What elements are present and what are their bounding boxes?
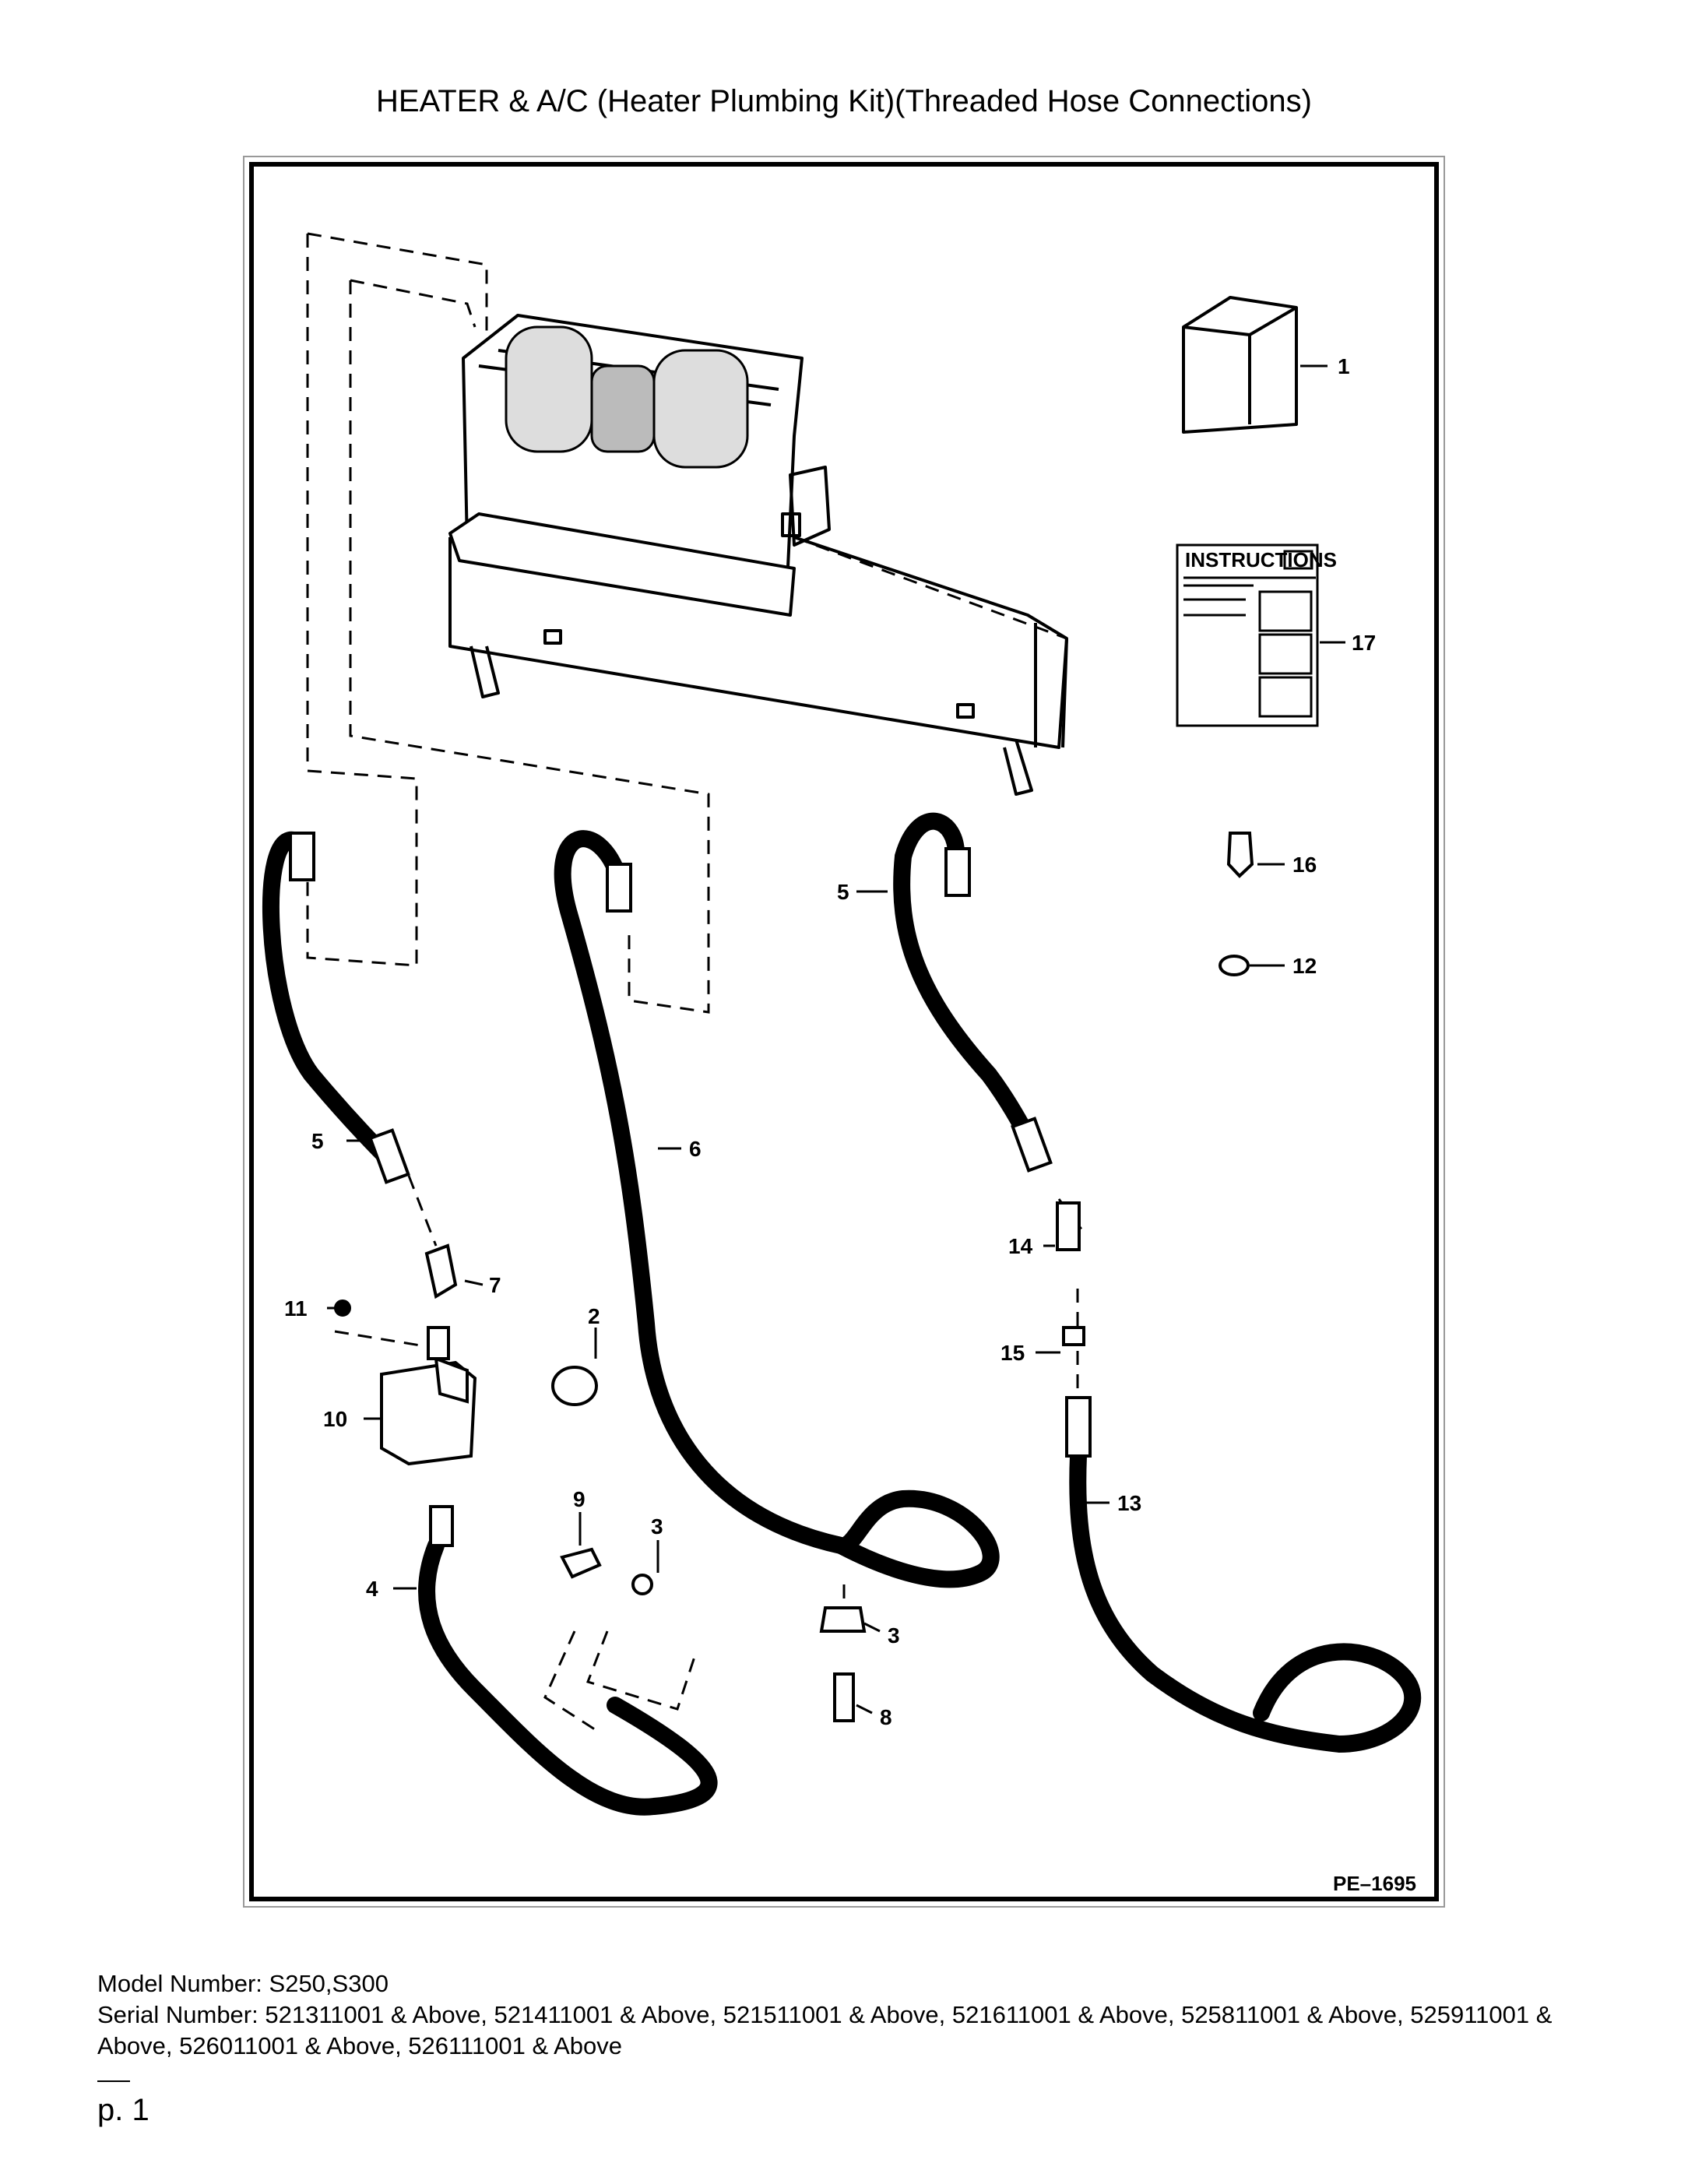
callout-5-right: 5: [837, 880, 849, 904]
dashed-routing-lines: [306, 232, 1084, 1734]
hose-5-left: [262, 832, 406, 1176]
page-title: HEATER & A/C (Heater Plumbing Kit)(Threa…: [376, 84, 1312, 118]
part-7-elbow: [424, 1243, 458, 1299]
hose-5-right: [893, 812, 1044, 1161]
fitting-13-top: [1065, 1396, 1092, 1458]
callout-15: 15: [1000, 1341, 1025, 1365]
part-8-fitting: [833, 1672, 855, 1722]
callout-8: 8: [880, 1705, 892, 1729]
part-3-clamp-small: [631, 1574, 653, 1595]
model-serial-info: Model Number: S250,S300 Serial Number: 5…: [97, 1968, 1600, 2062]
fitting-5-right-bottom: [1011, 1117, 1053, 1173]
blower-wheels: [505, 325, 749, 469]
fitting-5-right-top: [944, 847, 971, 897]
callout-2: 2: [588, 1304, 600, 1328]
callout-16: 16: [1292, 853, 1317, 877]
fitting-5-left-top: [289, 832, 315, 881]
callout-17: 17: [1352, 631, 1376, 655]
hose-13: [1069, 1447, 1422, 1753]
part-15-nut: [1062, 1326, 1085, 1346]
part-12-clip: [1219, 955, 1250, 976]
fitting-5-left-bottom: [368, 1128, 410, 1184]
callout-11: 11: [284, 1296, 308, 1321]
callout-9: 9: [573, 1487, 586, 1511]
callout-12: 12: [1292, 954, 1317, 978]
callout-14: 14: [1008, 1234, 1033, 1258]
callout-3-lower: 3: [888, 1623, 900, 1648]
page-number: p. 1: [97, 2093, 149, 2127]
hose-4: [418, 1537, 718, 1816]
part-3-clamp: [819, 1606, 867, 1633]
hose-fittings: [289, 832, 1092, 1547]
callout-7: 7: [489, 1273, 501, 1297]
callout-labels: 1 17 16 12 5 5 6 7 11 10 2 9 3 4 14 15 1…: [284, 354, 1376, 1729]
leader-lines: [327, 364, 1345, 1714]
part-9-elbow: [560, 1547, 602, 1579]
model-number: Model Number: S250,S300: [97, 1970, 389, 1997]
instructions-label: INSTRUCTIONS: [1185, 548, 1337, 571]
hose-6: [554, 830, 1000, 1588]
part-14-fitting: [1056, 1201, 1081, 1251]
callout-13: 13: [1117, 1491, 1141, 1515]
part-16-grommet: [1226, 832, 1254, 878]
figure-frame: [249, 162, 1439, 1901]
callout-4: 4: [366, 1577, 378, 1601]
fitting-4-top: [429, 1505, 454, 1547]
callout-10: 10: [323, 1407, 347, 1431]
figure-frame-outer: [243, 156, 1445, 1908]
small-parts: [334, 832, 1254, 1722]
figure-code: PE–1695: [1333, 1872, 1416, 1895]
callout-6: 6: [689, 1137, 702, 1161]
page-rule: [97, 2080, 130, 2082]
part-1-box-drawing: [1182, 296, 1298, 434]
callout-3-upper: 3: [651, 1514, 663, 1539]
part-17-instructions-drawing: [1176, 543, 1319, 727]
part-11-bolt: [334, 1299, 351, 1317]
fitting-6-top: [606, 863, 632, 913]
part-2-clamp: [551, 1366, 598, 1406]
callout-5-left: 5: [311, 1129, 324, 1153]
callout-1: 1: [1338, 354, 1350, 378]
serial-number: Serial Number: 521311001 & Above, 521411…: [97, 2001, 1553, 2059]
part-10-fitting: [427, 1326, 450, 1360]
hoses: [262, 812, 1422, 1816]
